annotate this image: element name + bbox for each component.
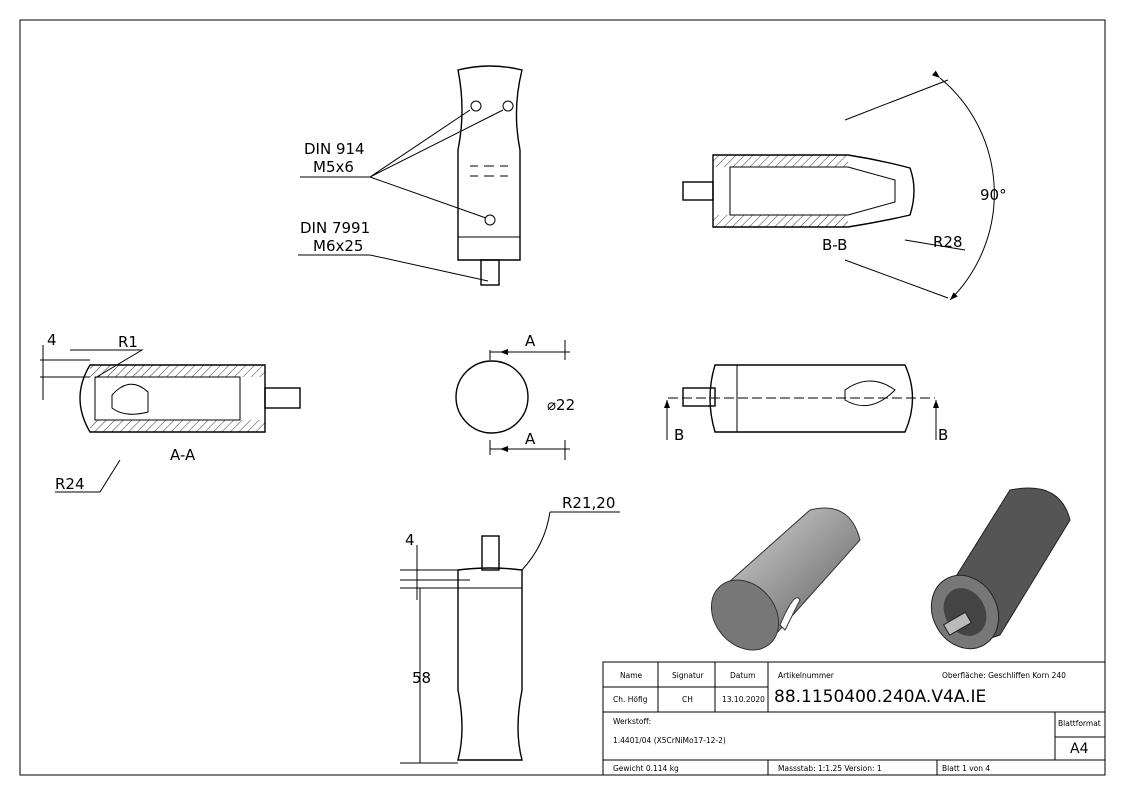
section-bb: B-B 90° R28: [682, 70, 1007, 301]
artikelnummer-label: Artikelnummer: [778, 671, 835, 680]
drawing-border: [19, 19, 1106, 776]
werkstoff-label: Werkstoff:: [613, 717, 651, 726]
cut-b-left: B: [674, 426, 684, 444]
section-bb-label: B-B: [822, 236, 847, 254]
diameter-label: ⌀22: [547, 396, 575, 414]
m6x25-label: M6x25: [313, 237, 363, 255]
angle-label: 90°: [980, 186, 1007, 204]
name-value: Ch. Höfig: [613, 695, 648, 704]
isometric-view-1: [710, 507, 861, 651]
blattformat-value: A4: [1070, 741, 1089, 757]
blattformat-label: Blattformat: [1058, 719, 1101, 728]
side-view: B B: [664, 364, 948, 444]
name-label: Name: [620, 671, 643, 680]
dim4-aa: 4: [47, 331, 57, 349]
massstab: Massstab: 1:1.25 Version: 1: [778, 764, 882, 773]
cut-a-top: A: [525, 332, 536, 350]
r1-label: R1: [118, 333, 138, 351]
dim4-bottom: 4: [405, 531, 415, 549]
datum-label: Datum: [730, 671, 755, 680]
oberflaeche: Oberfläche: Geschliffen Korn 240: [942, 671, 1066, 680]
r24-label: R24: [55, 475, 85, 493]
cut-b-right: B: [938, 426, 948, 444]
isometric-view-2: [930, 487, 1071, 650]
end-view: A A ⌀22: [455, 332, 575, 460]
r28-label: R28: [933, 233, 963, 251]
bottom-view: 4 58 R21,20: [400, 494, 620, 764]
signatur-label: Signatur: [672, 671, 705, 680]
section-aa: 4 R1 A-A R24: [40, 331, 301, 493]
m5x6-label: M5x6: [313, 158, 354, 176]
r21-label: R21,20: [562, 494, 615, 512]
title-block: Name Signatur Datum Ch. Höfig CH 13.10.2…: [602, 661, 1106, 776]
gewicht: Gewicht 0.114 kg: [613, 764, 679, 773]
din914-label: DIN 914: [304, 140, 365, 158]
werkstoff-value: 1.4401/04 (X5CrNiMo17-12-2): [613, 736, 726, 745]
blatt: Blatt 1 von 4: [942, 764, 990, 773]
dim58-label: 58: [412, 669, 431, 687]
top-view: DIN 914 M5x6 DIN 7991 M6x25: [298, 65, 523, 286]
din7991-label: DIN 7991: [300, 219, 370, 237]
signatur-value: CH: [682, 695, 693, 704]
artikelnummer-value: 88.1150400.240A.V4A.IE: [774, 687, 986, 707]
cut-a-bottom: A: [525, 430, 536, 448]
section-aa-label: A-A: [170, 446, 196, 464]
datum-value: 13.10.2020: [722, 695, 765, 704]
